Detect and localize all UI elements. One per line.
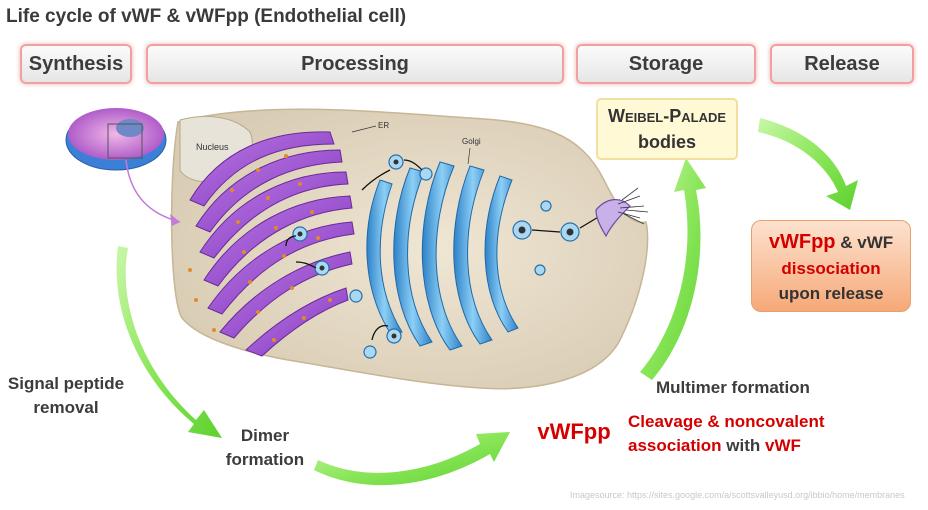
release-box-line1: vWFpp & vWF — [752, 230, 910, 256]
release-upon-release: upon release — [778, 284, 884, 303]
arrow-synthesis-down — [116, 246, 222, 438]
stage-storage: Storage — [576, 44, 756, 84]
release-box: vWFpp & vWF dissociation upon release — [751, 220, 911, 312]
page-title: Life cycle of vWF & vWFpp (Endothelial c… — [6, 6, 407, 27]
weibel-palade-box: Weibel-Palade bodies — [596, 98, 738, 160]
thumbnail-pointer-head — [170, 214, 180, 226]
er-label: ER — [378, 121, 389, 130]
weibel-palade-subtitle: bodies — [637, 132, 696, 152]
exocytosis-site — [595, 199, 631, 238]
stage-release: Release — [770, 44, 914, 84]
trafficking-arrows — [285, 159, 601, 341]
golgi-apparatus — [366, 161, 519, 351]
signal-peptide-label: Signal peptide removal — [7, 374, 125, 417]
stage-synthesis: Synthesis — [20, 44, 132, 84]
er-label-line — [351, 125, 377, 133]
released-content — [617, 187, 649, 225]
arrow-multimer-up — [640, 158, 706, 380]
multimer-formation-label: Multimer formation — [656, 378, 810, 397]
release-and-vwf: & vWF — [835, 233, 894, 252]
dimer-formation-label: Dimer formation — [225, 426, 305, 469]
image-source-credit: Imagesource: https://sites.google.com/a/… — [570, 490, 905, 500]
arrow-dimer-right — [314, 432, 510, 486]
release-vwfpp: vWFpp — [768, 231, 836, 253]
nucleus-label: Nucleus — [196, 142, 229, 152]
cleavage-label: Cleavage & noncovalent association with … — [628, 412, 825, 455]
vesicle-cores — [297, 159, 574, 339]
weibel-palade-title: Weibel-Palade — [607, 106, 727, 126]
vwfpp-label: vWFpp — [537, 419, 611, 444]
golgi-label-line — [467, 147, 471, 165]
arrow-release-to-box — [758, 118, 858, 210]
stage-processing: Processing — [146, 44, 564, 84]
cell-thumbnail — [65, 108, 167, 171]
golgi-label: Golgi — [462, 137, 481, 146]
release-dissociation: dissociation — [781, 259, 881, 278]
